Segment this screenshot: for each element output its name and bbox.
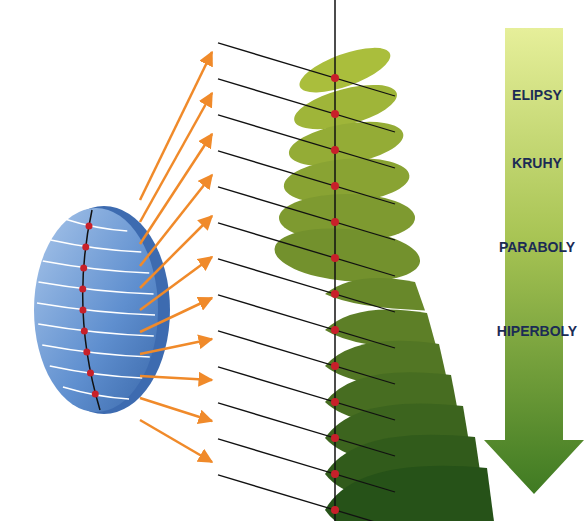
disc-face xyxy=(34,208,158,412)
category-label: HIPERBOLY xyxy=(497,323,577,339)
disc-point xyxy=(85,223,92,230)
axis-point xyxy=(331,110,339,118)
projection-arrow xyxy=(140,420,212,462)
axis-point xyxy=(331,506,339,514)
disc-point xyxy=(79,286,86,293)
cut-plane xyxy=(218,151,395,204)
cut-plane xyxy=(218,331,395,384)
axis-point xyxy=(331,398,339,406)
cut-plane xyxy=(218,475,395,521)
disc-line xyxy=(42,345,150,357)
cut-plane xyxy=(218,403,395,456)
axis-point xyxy=(331,218,339,226)
axis-point xyxy=(331,470,339,478)
projection-arrow xyxy=(140,52,212,200)
axis-point xyxy=(331,326,339,334)
projection-arrow xyxy=(140,216,212,288)
category-label: PARABOLY xyxy=(499,239,575,255)
disc-line xyxy=(65,219,128,231)
projection-arrow xyxy=(140,298,212,332)
disc-point xyxy=(80,265,87,272)
cut-plane xyxy=(218,79,395,132)
cut-plane xyxy=(218,43,395,96)
disc-line xyxy=(37,303,155,315)
projection-arrow xyxy=(140,339,212,354)
projection-arrow xyxy=(140,93,212,222)
disc-line xyxy=(38,282,153,294)
label-wrap: ELIPSY xyxy=(482,86,587,104)
category-label: KRUHY xyxy=(512,155,562,171)
disc-point xyxy=(79,307,86,314)
direction-arrow xyxy=(484,28,584,494)
axis-point xyxy=(331,254,339,262)
conic-section xyxy=(325,466,497,521)
axis-point xyxy=(331,362,339,370)
cut-plane xyxy=(218,367,395,420)
category-label: ELIPSY xyxy=(512,87,562,103)
projection-arrow xyxy=(140,398,212,421)
disc-point xyxy=(87,370,94,377)
cut-plane xyxy=(218,187,395,240)
disc-line xyxy=(50,366,142,378)
disc-line xyxy=(51,240,142,252)
cut-plane xyxy=(218,439,395,492)
axis-point xyxy=(331,74,339,82)
axis-point xyxy=(331,290,339,298)
projection-arrow xyxy=(140,376,212,380)
cut-plane xyxy=(218,115,395,168)
axis-point xyxy=(331,146,339,154)
cut-plane xyxy=(218,295,395,348)
axis-point xyxy=(331,182,339,190)
disc-line xyxy=(38,324,154,336)
disc-point xyxy=(81,328,88,335)
disc-line xyxy=(43,261,149,273)
disc-point xyxy=(92,391,99,398)
label-wrap: KRUHY xyxy=(482,154,587,172)
label-wrap: PARABOLY xyxy=(482,238,587,256)
cut-plane xyxy=(218,223,395,276)
axis-point xyxy=(331,434,339,442)
cut-plane xyxy=(218,259,395,312)
conic-section xyxy=(272,223,422,288)
label-wrap: HIPERBOLY xyxy=(482,322,587,340)
disc-point xyxy=(83,349,90,356)
disc-point xyxy=(82,244,89,251)
disc-line xyxy=(63,387,129,399)
